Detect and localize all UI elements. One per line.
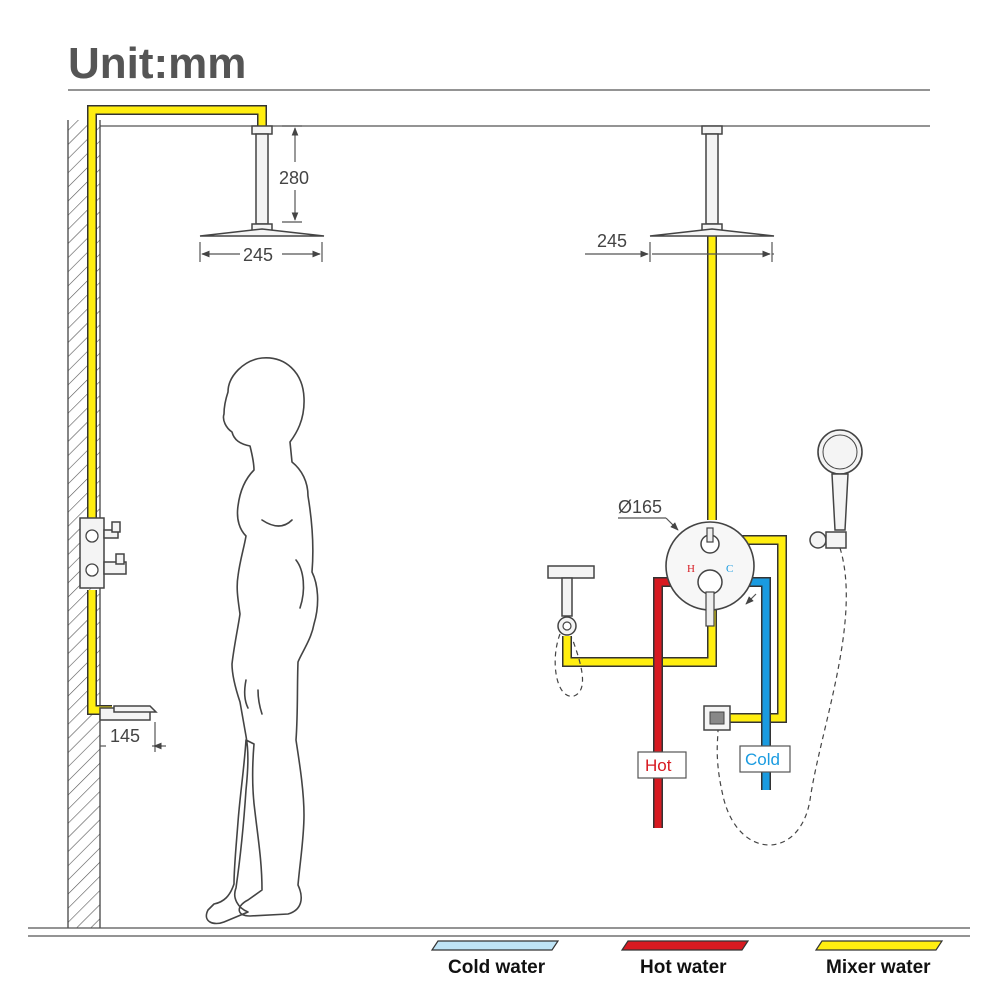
mixer-pipe-right <box>562 230 787 723</box>
legend-item-hot: Hot water <box>620 940 750 978</box>
shower-arm-right <box>701 125 723 233</box>
legend-label-cold: Cold water <box>448 957 546 978</box>
shower-arm-left <box>251 125 273 233</box>
shower-head-left <box>199 228 325 237</box>
legend-item-cold: Cold water <box>430 940 560 978</box>
mixer-valve-side <box>79 517 127 589</box>
wall-outlet-elbow <box>703 705 731 731</box>
hot-water-pipe <box>653 570 697 828</box>
hand-shower <box>809 429 863 549</box>
shower-head-right <box>649 228 775 237</box>
bidet-sprayer <box>547 565 595 636</box>
valve-hot-mark: H <box>687 563 695 575</box>
head-width-left-label: 245 <box>243 245 273 265</box>
legend: Cold water Hot water Mixer water <box>430 940 944 978</box>
cold-tag: Cold <box>739 745 791 773</box>
legend-item-mixer: Mixer water <box>814 940 944 978</box>
ceiling <box>68 89 930 127</box>
legend-label-hot: Hot water <box>640 957 727 978</box>
page-title: Unit:mm <box>68 39 246 88</box>
head-width-left-dimension <box>199 242 323 262</box>
bidet-hose <box>554 633 583 697</box>
tub-spout-left <box>99 705 158 721</box>
head-width-right-label: 245 <box>597 231 627 251</box>
hot-tag-label: Hot <box>645 756 672 775</box>
valve-diameter-label: Ø165 <box>618 497 662 517</box>
floor <box>28 927 970 937</box>
valve-cold-mark: C <box>726 563 733 575</box>
mixer-pipe-left <box>87 105 267 715</box>
spout-length-label: 145 <box>110 726 140 746</box>
legend-swatch-mixer <box>814 940 944 951</box>
head-width-right-dimension <box>585 242 774 262</box>
hand-shower-hose <box>716 547 847 846</box>
legend-label-mixer: Mixer water <box>826 957 931 978</box>
human-figure-details <box>243 519 305 715</box>
cold-tag-label: Cold <box>745 750 780 769</box>
hot-tag: Hot <box>637 751 687 779</box>
valve-diameter-leader <box>618 517 757 605</box>
legend-swatch-hot <box>620 940 750 951</box>
arm-length-dimension <box>282 125 302 223</box>
arm-length-label: 280 <box>279 168 309 188</box>
human-figure <box>205 357 319 925</box>
valve-trim-plate <box>665 521 755 627</box>
spout-length-dimension <box>100 722 166 752</box>
legend-swatch-cold <box>430 940 560 951</box>
